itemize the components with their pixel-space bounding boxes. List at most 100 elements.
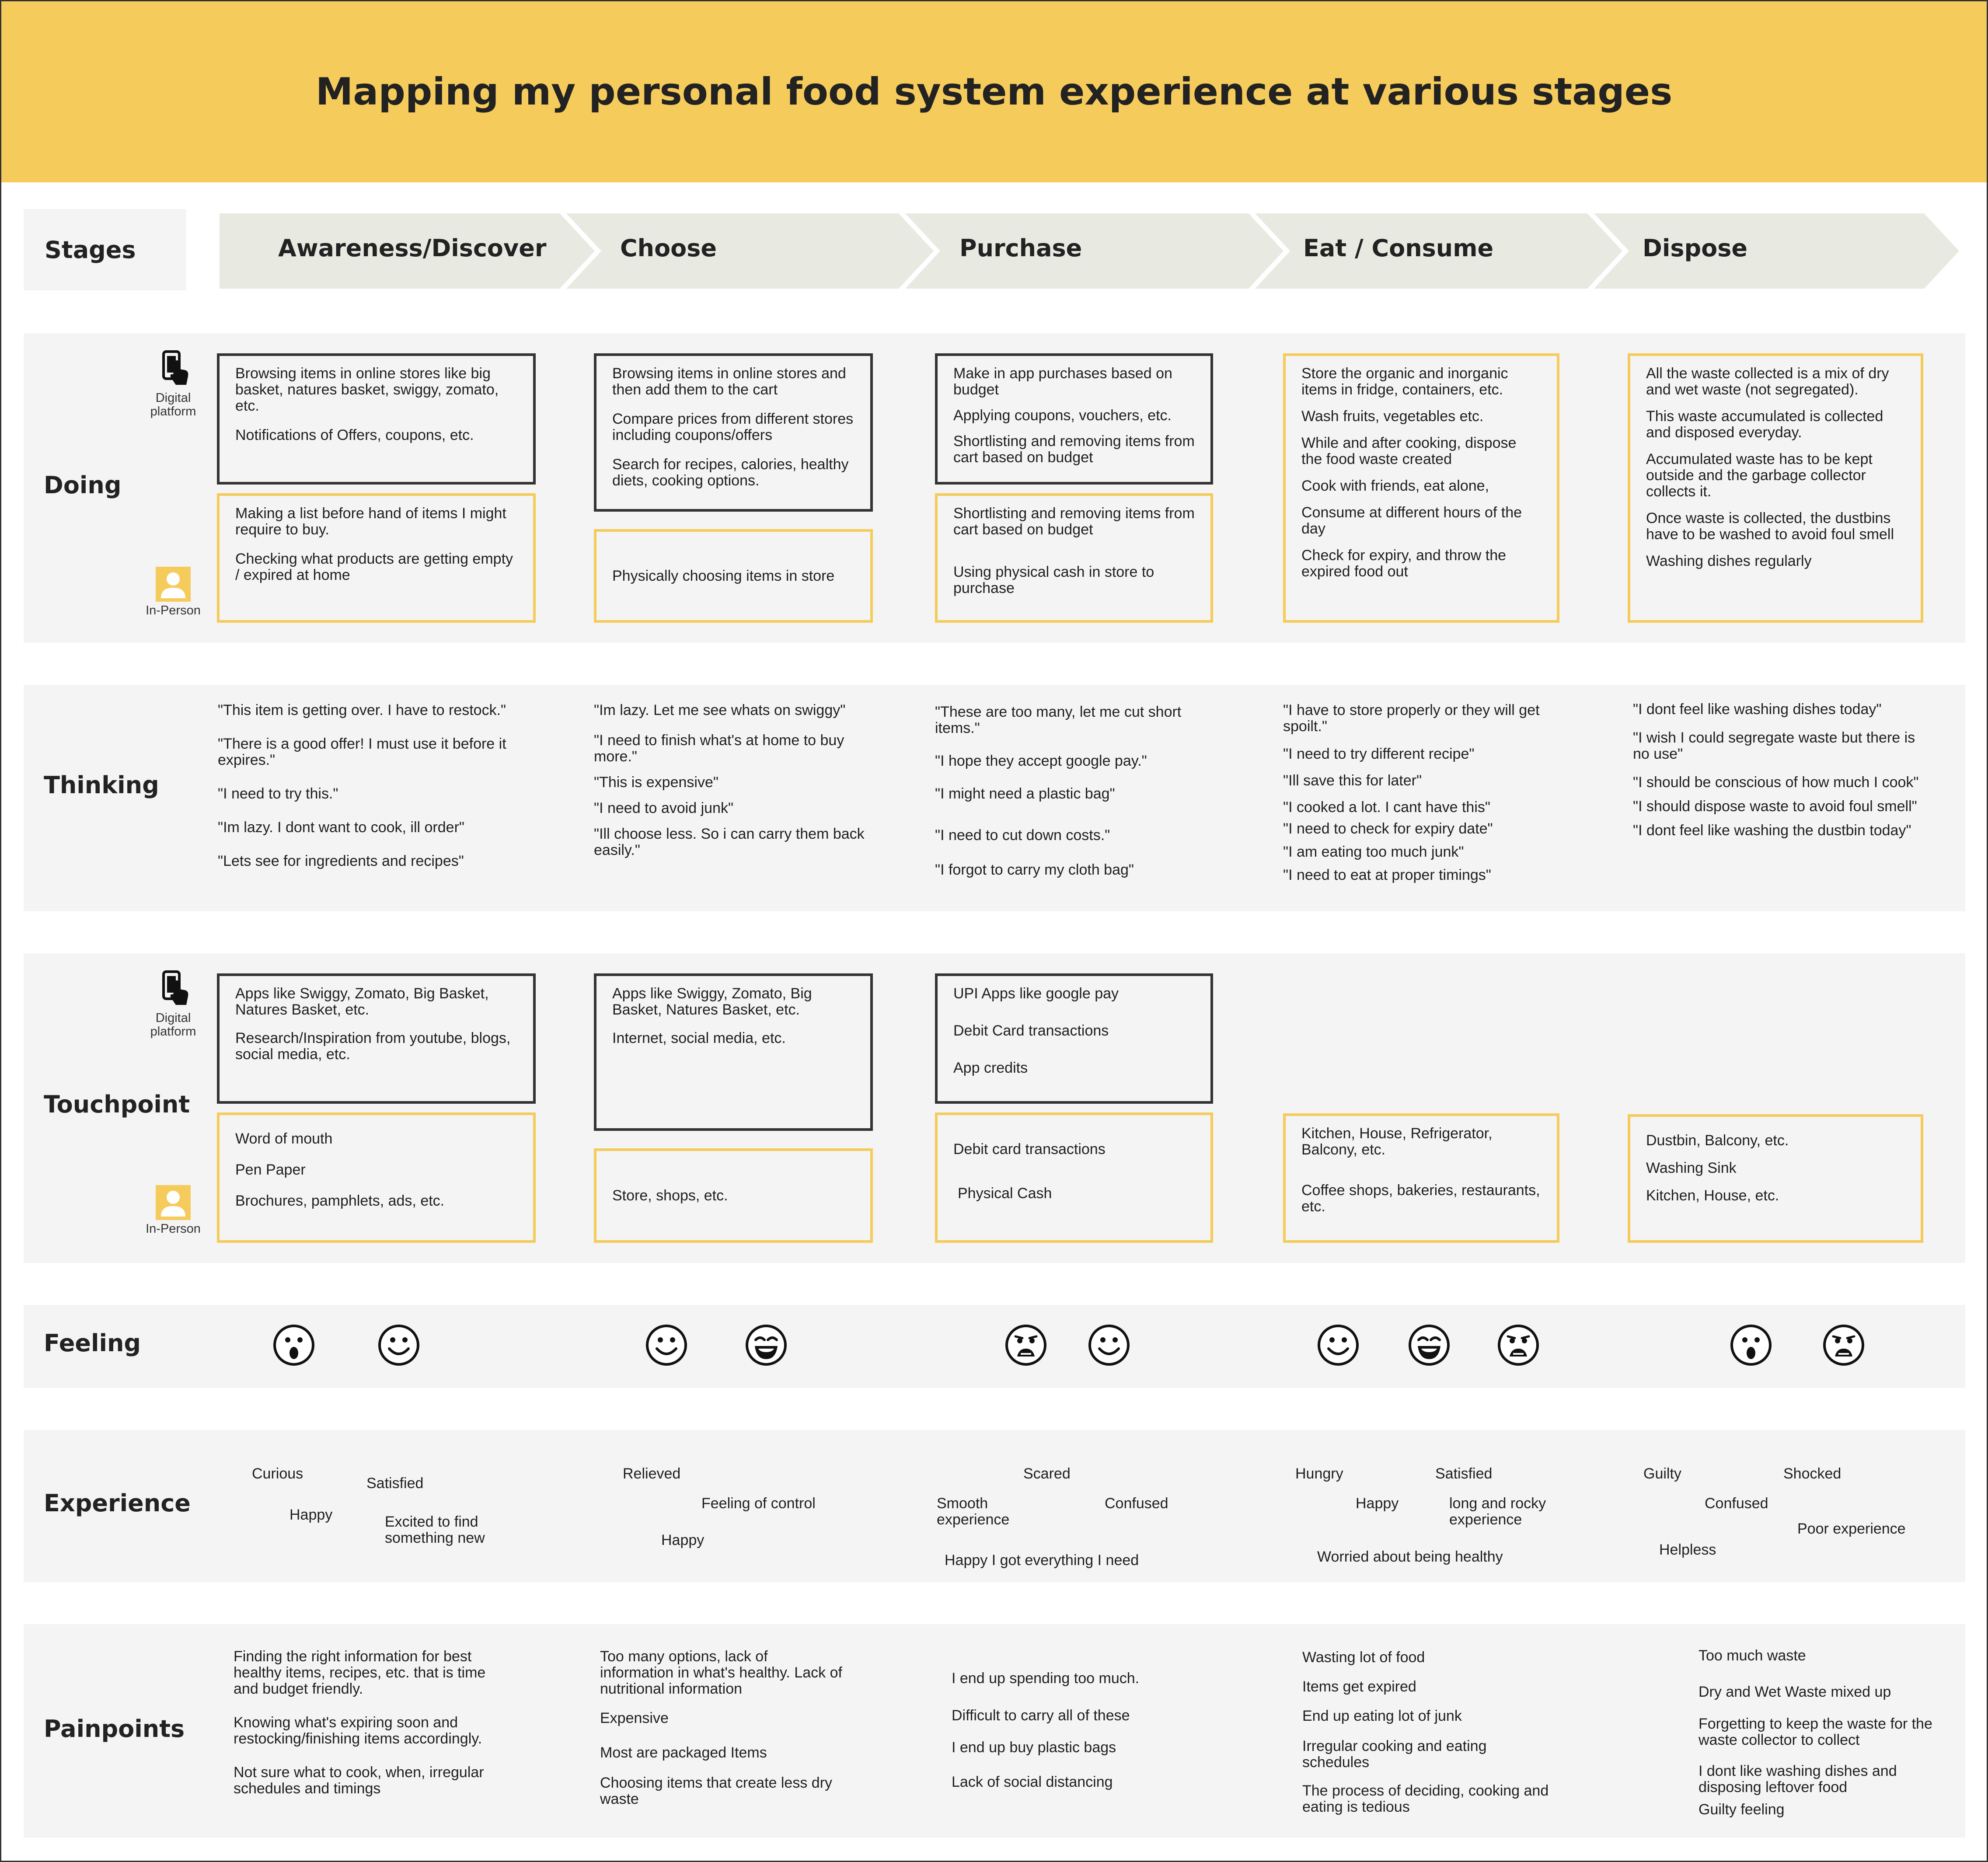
thought: "I need to avoid junk": [594, 800, 734, 816]
digital-caption-1: Digital: [155, 391, 191, 405]
experience-word: long and rocky experience: [1449, 1495, 1546, 1528]
thought: "I have to store properly or they will g…: [1283, 702, 1540, 735]
touchpoint-note: App credits: [953, 1060, 1028, 1076]
touchpoint-awareness-digital: Apps like Swiggy, Zomato, Big Basket, Na…: [217, 973, 536, 1104]
thought: "I dont feel like washing the dustbin to…: [1633, 822, 1911, 839]
painpoint: Wasting lot of food: [1302, 1649, 1425, 1666]
doing-purchase-digital: Make in app purchases based on budget Ap…: [935, 353, 1213, 485]
painpoint: Choosing items that create less dry wast…: [600, 1775, 833, 1807]
experience-word: Confused: [1705, 1495, 1768, 1512]
touchpoint-note: Internet, social media, etc.: [612, 1030, 786, 1046]
doing-digital-icon-group: Digital platform: [143, 350, 204, 418]
doing-note: Make in app purchases based on budget: [953, 365, 1172, 398]
doing-note: Notifications of Offers, coupons, etc.: [235, 427, 474, 443]
digital-caption-2: platform: [150, 1025, 196, 1039]
doing-note: Making a list before hand of items I mig…: [235, 505, 506, 538]
painpoints-choose: Too many options, lack of information in…: [600, 1649, 845, 1807]
painpoint: Most are packaged Items: [600, 1744, 767, 1761]
stage-arrow-dispose: [1594, 213, 1959, 289]
doing-note: Accumulated waste has to be kept outside…: [1646, 451, 1873, 500]
surprised-face-icon: [1730, 1325, 1772, 1366]
page-title: Mapping my personal food system experien…: [315, 70, 1673, 114]
experience-word: Feeling of control: [701, 1495, 816, 1512]
touchpoint-purchase-digital: UPI Apps like google pay Debit Card tran…: [935, 973, 1213, 1104]
doing-dispose: All the waste collected is a mix of dry …: [1628, 353, 1923, 623]
painpoint: I dont like washing dishes and disposing…: [1699, 1763, 1897, 1796]
doing-in-person-icon-group: In-Person: [143, 567, 204, 617]
painpoint: Expensive: [600, 1710, 669, 1726]
thought: "Im lazy. I dont want to cook, ill order…: [218, 819, 464, 836]
stage-eat: Eat / Consume: [1303, 234, 1494, 262]
painpoint: Irregular cooking and eating schedules: [1302, 1738, 1487, 1771]
in-person-caption: In-Person: [146, 603, 201, 617]
feeling-label: Feeling: [44, 1329, 141, 1357]
smiling-face-icon: [646, 1325, 687, 1366]
frowning-face-icon: [1823, 1325, 1864, 1366]
thought: "I cooked a lot. I cant have this": [1283, 799, 1490, 816]
thinking-dispose: "I dont feel like washing dishes today" …: [1633, 701, 1930, 839]
thought: "I should be conscious of how much I coo…: [1633, 774, 1919, 791]
person-icon: [156, 567, 191, 602]
painpoints-band: [24, 1624, 1965, 1838]
experience-word: Hungry: [1295, 1465, 1343, 1482]
touchpoint-choose-in-person: Store, shops, etc.: [594, 1148, 873, 1243]
doing-note: All the waste collected is a mix of dry …: [1646, 365, 1889, 398]
doing-awareness-digital: Browsing items in online stores like big…: [217, 353, 536, 485]
experience-word: Happy: [661, 1532, 705, 1548]
doing-note: Check for expiry, and throw the expired …: [1301, 547, 1507, 580]
doing-note: Applying coupons, vouchers, etc.: [953, 407, 1172, 424]
stage-arrow-awareness: [220, 213, 595, 289]
experience-word: Satisfied: [1435, 1465, 1493, 1482]
doing-note: Browsing items in online stores and then…: [612, 365, 846, 398]
experience-word: Helpless: [1659, 1541, 1716, 1558]
touchpoint-note: Physical Cash: [958, 1185, 1052, 1202]
painpoint: The process of deciding, cooking and eat…: [1302, 1782, 1549, 1815]
thinking-label: Thinking: [44, 771, 159, 799]
thought: "This is expensive": [594, 774, 718, 791]
smiling-face-icon: [1318, 1325, 1359, 1366]
thought: "I should dispose waste to avoid foul sm…: [1633, 798, 1917, 815]
doing-note: Washing dishes regularly: [1646, 553, 1812, 569]
digital-caption-2: platform: [150, 404, 196, 418]
doing-note: Compare prices from different stores inc…: [612, 411, 854, 443]
experience-word: Excited to find something new: [385, 1513, 485, 1546]
grinning-face-icon: [746, 1325, 787, 1366]
touchpoint-note: Store, shops, etc.: [612, 1187, 728, 1204]
experience-word: Poor experience: [1797, 1520, 1906, 1537]
smiling-face-icon: [378, 1325, 419, 1366]
doing-eat: Store the organic and inorganic items in…: [1283, 353, 1559, 623]
touchpoint-digital-icon-group: Digital platform: [143, 970, 204, 1039]
painpoint: Finding the right information for best h…: [234, 1648, 486, 1697]
title-banner: Mapping my personal food system experien…: [1, 1, 1987, 182]
thought: "I need to check for expiry date": [1283, 820, 1493, 837]
thought: "These are too many, let me cut short it…: [935, 704, 1182, 736]
doing-note: Wash fruits, vegetables etc.: [1301, 408, 1484, 425]
painpoint: Guilty feeling: [1699, 1801, 1785, 1818]
touchpoint-note: Debit Card transactions: [953, 1022, 1109, 1039]
touchpoint-note: Washing Sink: [1646, 1160, 1737, 1176]
painpoint: Dry and Wet Waste mixed up: [1699, 1684, 1891, 1700]
painpoints-label: Painpoints: [44, 1715, 185, 1743]
thought: "Ill save this for later": [1283, 772, 1422, 789]
painpoints-dispose: Too much waste Dry and Wet Waste mixed u…: [1699, 1648, 1943, 1818]
touchpoint-purchase-in-person: Debit card transactions Physical Cash: [935, 1112, 1213, 1243]
doing-purchase-in-person: Shortlisting and removing items from car…: [935, 493, 1213, 623]
doing-choose-in-person: Physically choosing items in store: [594, 529, 873, 623]
stage-arrows: [220, 213, 1959, 289]
touchpoint-in-person-icon-group: In-Person: [143, 1185, 204, 1236]
thought: "I forgot to carry my cloth bag": [935, 861, 1134, 878]
painpoint: Difficult to carry all of these: [952, 1707, 1130, 1724]
doing-note: Store the organic and inorganic items in…: [1301, 365, 1508, 398]
painpoint: I end up spending too much.: [952, 1670, 1140, 1687]
stage-purchase: Purchase: [959, 234, 1082, 262]
thought: "I need to try this.": [218, 785, 338, 802]
thinking-purchase: "These are too many, let me cut short it…: [935, 704, 1224, 878]
doing-note: Checking what products are getting empty…: [235, 551, 513, 583]
touchpoint-note: Word of mouth: [235, 1130, 333, 1147]
painpoint: Too much waste: [1699, 1647, 1806, 1664]
phone-touch-icon: [162, 970, 188, 1005]
experience-word: Scared: [1023, 1465, 1071, 1482]
stage-arrow-eat: [1255, 213, 1622, 289]
doing-note: Physically choosing items in store: [612, 567, 835, 584]
painpoints-purchase: I end up spending too much. Difficult to…: [952, 1670, 1214, 1790]
